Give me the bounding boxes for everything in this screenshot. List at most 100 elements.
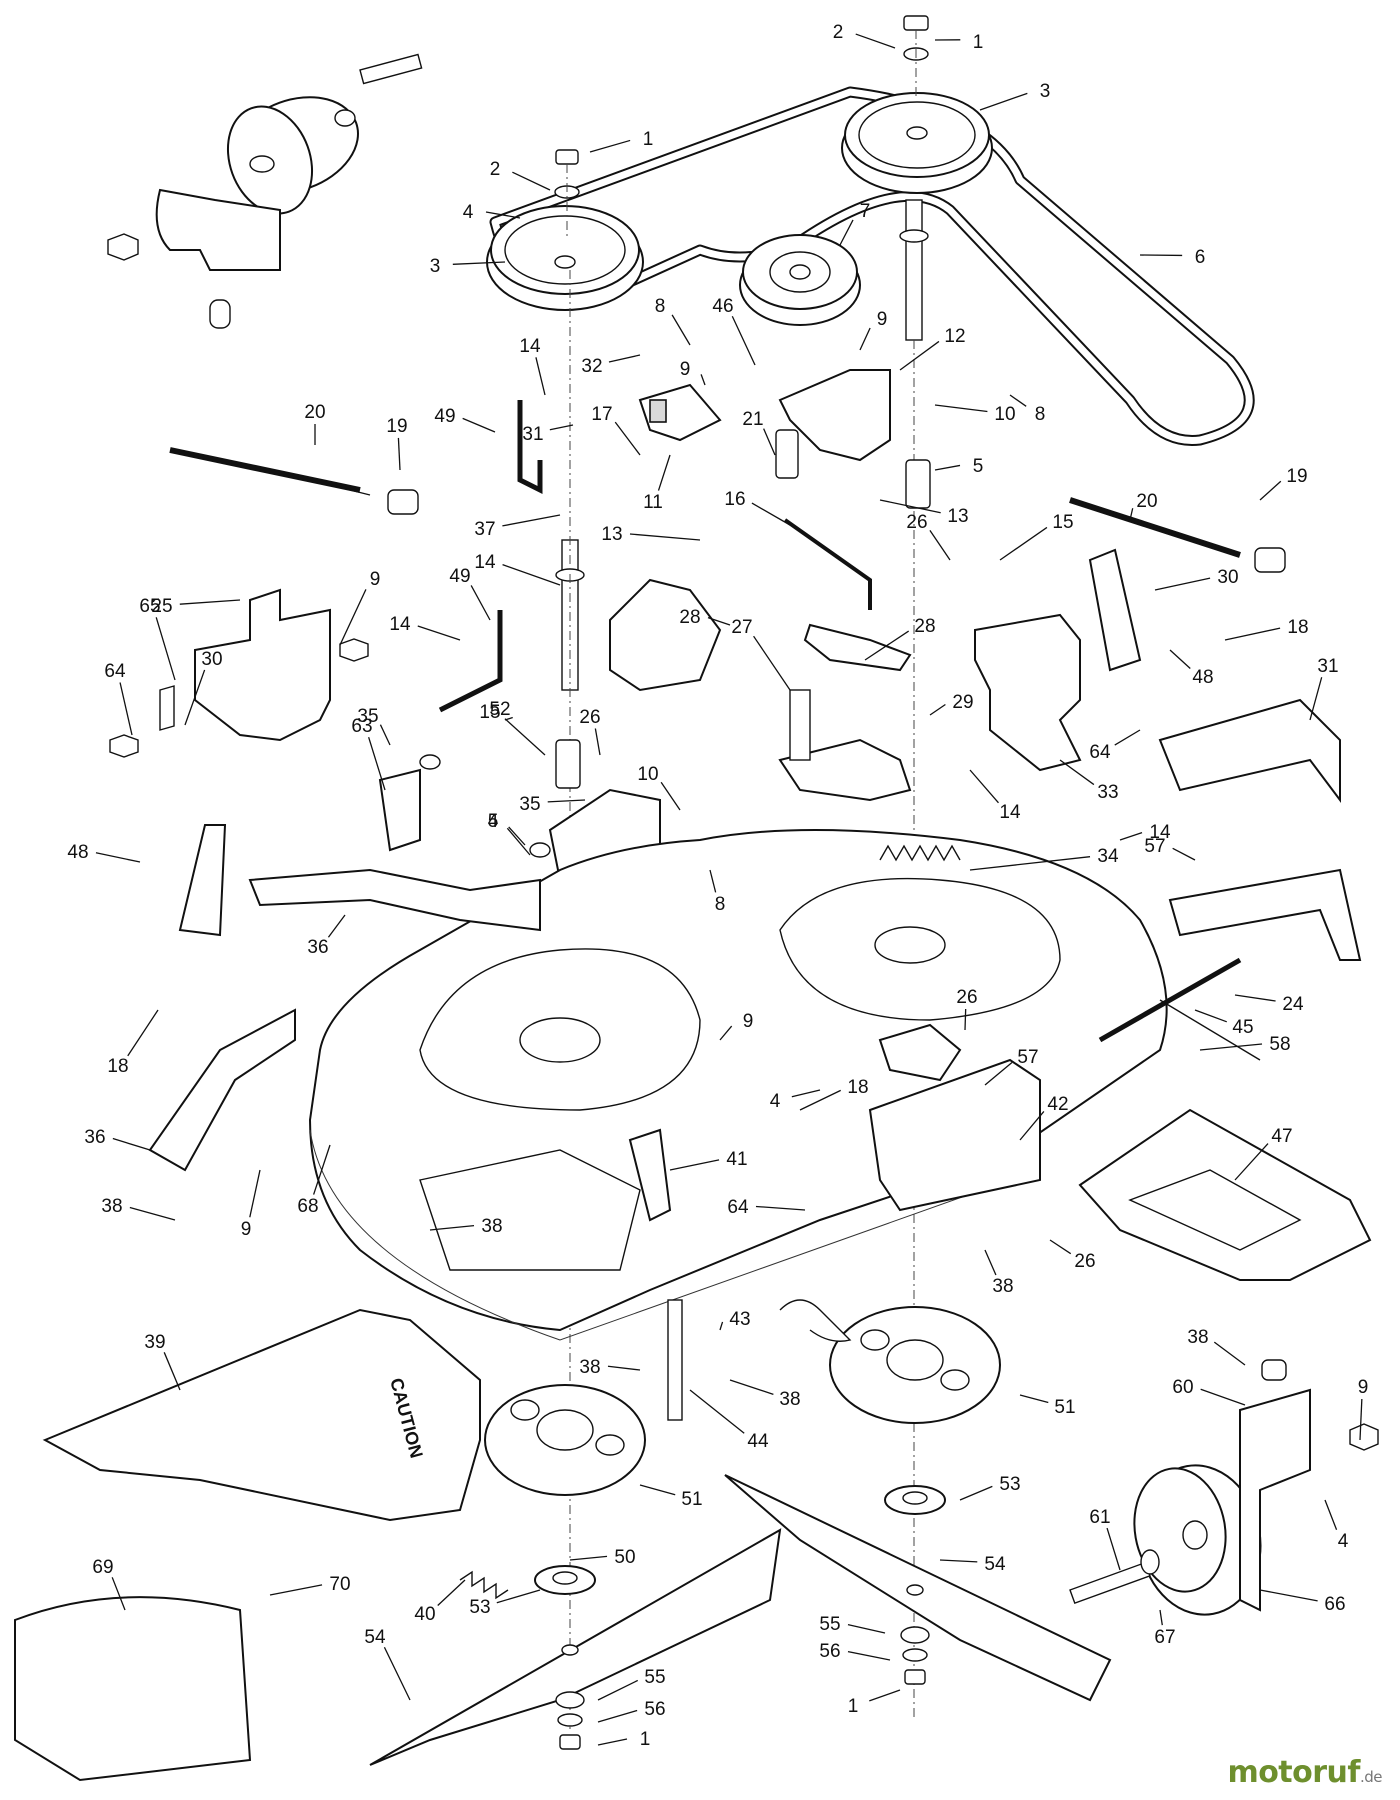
callout-30: 30 [201,649,222,670]
leader-line-40 [437,1579,466,1606]
callout-14: 14 [1149,822,1171,843]
baffle-35-top [248,868,541,932]
callout-68: 68 [297,1196,318,1217]
wheel-bracket-right [1239,1359,1379,1612]
callout-8: 8 [715,894,726,915]
callout-14: 14 [999,802,1021,823]
spindle-shaft [899,199,929,1720]
callout-21: 21 [742,409,763,430]
blade-hardware [555,1626,930,1750]
leader-line-37 [502,514,561,527]
leader-line-5 [934,464,961,471]
bracket-24 [109,588,369,758]
leader-line-27 [753,635,791,691]
leader-line-49 [470,585,491,621]
callout-34: 34 [1097,846,1119,867]
spacers [555,429,931,789]
leader-line-48 [95,852,141,863]
leader-line-61 [1106,1527,1121,1571]
callout-55: 55 [819,1614,840,1635]
leader-line-32 [608,354,641,363]
leader-line-38 [429,1224,475,1231]
callout-30: 30 [1217,567,1238,588]
leader-line-38 [1213,1341,1246,1366]
shield-30 [1158,698,1341,803]
leader-line-11 [657,454,671,491]
leader-line-4 [1324,1499,1338,1531]
leader-line-30 [1154,577,1211,591]
callout-9: 9 [241,1219,252,1240]
leader-line-14 [969,769,999,804]
rod-44 [1098,957,1261,1061]
leader-line-35 [379,724,391,746]
callout-61: 61 [1089,1507,1110,1528]
rod-42 [667,1299,683,1421]
leader-line-31 [549,424,574,431]
callout-35: 35 [357,706,378,727]
leader-line-20 [1129,508,1134,521]
gauge-wheel-left [226,53,423,215]
callout-57: 57 [1017,1047,1038,1068]
callout-12: 12 [944,326,965,347]
pulley-right [841,92,993,194]
callout-41: 41 [726,1149,747,1170]
leader-line-69 [111,1577,126,1611]
leader-line-51 [639,1484,676,1496]
leader-line-64 [1114,729,1141,746]
bearing-52-left [534,1565,596,1595]
watermark-tld: .de [1359,1768,1383,1786]
spindle-50-right [829,1306,1001,1424]
blade-53-left [369,1528,782,1766]
callout-49: 49 [449,566,470,587]
callout-32: 32 [581,356,602,377]
callout-43: 43 [729,1309,750,1330]
callout-26: 26 [906,512,927,533]
callout-4: 4 [770,1091,781,1112]
callout-67: 67 [1154,1627,1175,1648]
leader-line-54 [939,1559,978,1563]
leader-line-57 [1172,847,1196,861]
leader-line-7 [839,219,854,246]
callout-51: 51 [1054,1397,1075,1418]
wheel-bracket-left [107,188,281,329]
hardware-stack-top-left [554,149,580,240]
leader-line-42 [1019,1111,1045,1141]
callout-20: 20 [1136,491,1157,512]
leader-line-4 [506,827,531,856]
bracket-41 [868,1058,1041,1212]
callout-66: 66 [1324,1594,1345,1615]
callout-18: 18 [847,1077,868,1098]
leader-line-36 [327,914,346,938]
callout-5: 5 [488,811,499,832]
leader-line-43 [719,1321,724,1331]
leader-line-39 [163,1352,181,1391]
callout-6: 6 [1195,247,1206,268]
callout-31: 31 [1317,656,1338,677]
leader-line-3 [452,261,506,265]
leader-line-35 [547,799,586,803]
callout-11: 11 [643,492,663,513]
baffle-35-left [148,1008,296,1172]
callout-26: 26 [579,707,600,728]
callout-10: 10 [994,404,1015,425]
callout-13: 13 [601,524,622,545]
leader-line-14 [417,625,461,641]
callout-18: 18 [1287,617,1308,638]
callout-52: 52 [489,699,510,720]
bracket-28 [778,689,912,802]
leader-line-58 [1199,1043,1263,1051]
callout-9: 9 [743,1011,754,1032]
leader-line-63 [368,736,386,791]
plate-29-left [178,824,227,937]
leader-line-53 [496,1589,541,1604]
leader-line-57 [984,1061,1013,1086]
mower-deck [308,829,1168,1332]
leader-line-47 [1234,1143,1269,1181]
callout-15: 15 [479,702,500,723]
callout-26: 26 [956,987,977,1008]
bracket-46 [1078,1108,1372,1281]
callout-57: 57 [1144,836,1165,857]
callout-64: 64 [1089,742,1111,763]
leader-line-64 [119,682,133,736]
callout-51: 51 [681,1489,702,1510]
